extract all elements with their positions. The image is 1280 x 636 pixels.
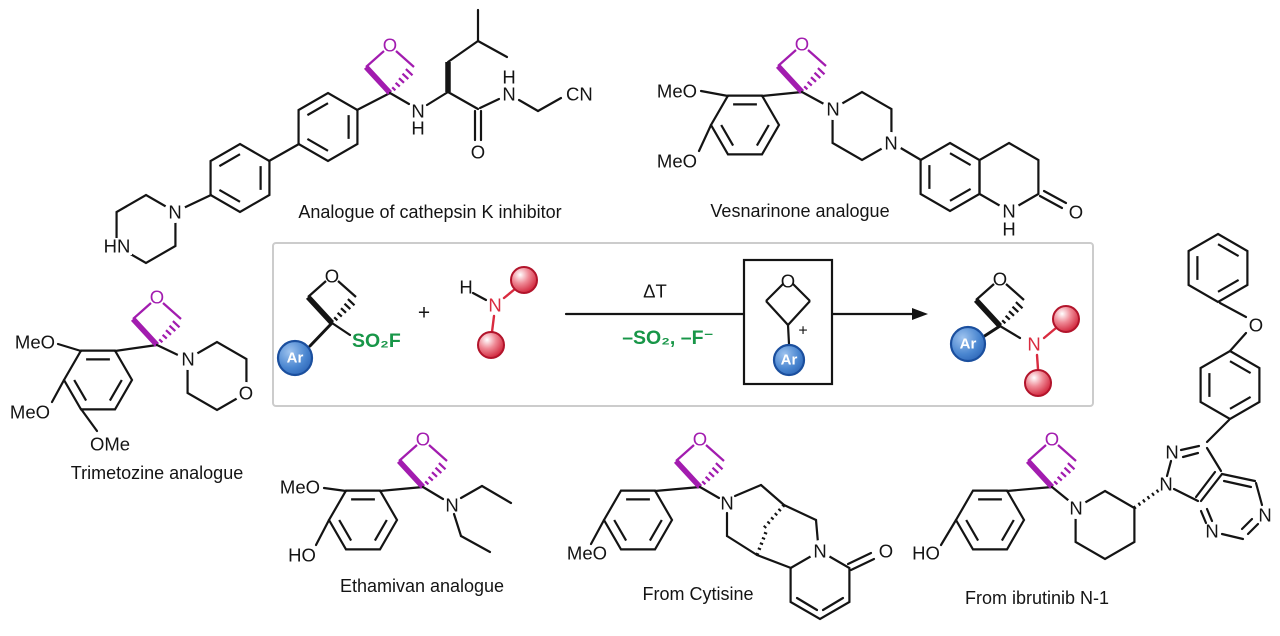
lactam-h-label: H (1002, 219, 1015, 240)
sulfonyl-fluoride-label: SO₂F (352, 330, 401, 352)
diethylamine-n-label: N (445, 495, 458, 516)
product-aminooxetane: O Ar N (949, 269, 1080, 397)
methoxy-label: MeO (15, 332, 55, 353)
amide-h-label: H (502, 67, 515, 88)
amine-n-label: N (488, 295, 501, 316)
lactam-n-label: N (1002, 201, 1015, 222)
caption-trimetozine: Trimetozine analogue (71, 463, 243, 483)
caption-ibrutinib: From ibrutinib N-1 (965, 588, 1109, 608)
oxetane-oxygen-label: O (781, 271, 795, 292)
caption-cytisine: From Cytisine (642, 584, 753, 604)
structure-from-ibrutinib: HO O N N N N N O From ibrutinib N-1 (912, 232, 1272, 608)
pyrazole-n2-label: N (1165, 442, 1178, 463)
ether-o-label: O (1249, 315, 1263, 336)
structure-from-cytisine: MeO O N N O From Cytisine (567, 429, 893, 621)
aryl-label: Ar (960, 336, 977, 353)
substituent-sphere (1024, 369, 1052, 397)
caption-cathepsin: Analogue of cathepsin K inhibitor (298, 202, 561, 222)
amine-h-label: H (459, 277, 472, 298)
reactant-oxetane-sulfonyl-fluoride: O Ar SO₂F (276, 266, 401, 377)
oxetane-oxygen-label: O (325, 266, 339, 287)
piperidine-n-label: N (1069, 498, 1082, 519)
pyridinone-o-label: O (879, 541, 893, 562)
reaction-box: O Ar SO₂F + H N ΔT –SO₂, –F⁻ O (272, 242, 1094, 407)
aryl-sphere (276, 339, 314, 377)
pyrimidine-n7-label: N (1205, 521, 1218, 542)
structure-ethamivan-analogue: MeO HO O N Ethamivan analogue (280, 429, 513, 596)
morpholine-n-label: N (181, 349, 194, 370)
nitrile-label: CN (566, 84, 593, 105)
cytisine-n-label: N (720, 493, 733, 514)
amine-h-label: H (411, 118, 424, 139)
substituent-sphere (477, 331, 505, 359)
methoxy-label: MeO (657, 81, 697, 102)
conditions-below: –SO₂, –F⁻ (622, 327, 714, 349)
oxetane-oxygen-label: O (1045, 429, 1059, 450)
methoxy-label: MeO (567, 543, 607, 564)
structure-vesnarinone-analogue: MeO MeO O N N N H O Vesnarinone analogue (657, 34, 1083, 240)
arrowhead (912, 308, 928, 320)
oxetane-oxygen-label: O (795, 34, 809, 55)
amine-n-label: N (411, 101, 424, 122)
caption-vesnarinone: Vesnarinone analogue (710, 201, 889, 221)
oxetane-oxygen-label: O (693, 429, 707, 450)
piperazine-n-label: N (168, 202, 181, 223)
structure-trimetozine-analogue: MeO MeO OMe O N O Trimetozine analogue (10, 287, 263, 483)
methoxy-label: OMe (90, 434, 130, 455)
oxetane-oxygen-label: O (383, 35, 397, 56)
carbonyl-o-label: O (471, 142, 485, 163)
conditions-above: ΔT (643, 281, 667, 302)
pyrimidine-n5-label: N (1258, 505, 1271, 526)
piperazine-n-label: N (884, 133, 897, 154)
structure-cathepsin-analogue: N HN O N H O N H CN Analogue of cathepsi… (100, 8, 593, 273)
amide-n-label: N (502, 84, 515, 105)
cation-charge: + (798, 323, 807, 340)
piperazine-nh-label: HN (104, 236, 131, 257)
product-n-label: N (1027, 334, 1040, 355)
methoxy-label: MeO (657, 151, 697, 172)
product-arrow (831, 308, 928, 320)
oxetane-cation-intermediate: O + Ar (742, 258, 834, 386)
reaction-box-border (272, 242, 1094, 407)
piperazine-n-label: N (826, 99, 839, 120)
hydroxy-label: HO (288, 545, 316, 566)
aryl-label: Ar (287, 350, 304, 367)
oxetane-oxygen-label: O (416, 429, 430, 450)
methoxy-label: MeO (280, 477, 320, 498)
methoxy-label: MeO (10, 402, 50, 423)
aryl-label: Ar (781, 352, 798, 369)
morpholine-o-label: O (239, 383, 253, 404)
oxetane-oxygen-label: O (150, 287, 164, 308)
substituent-sphere (1052, 305, 1080, 333)
pyridinone-n-label: N (813, 541, 826, 562)
aryl-sphere (772, 343, 806, 377)
caption-ethamivan: Ethamivan analogue (340, 576, 504, 596)
lactam-o-label: O (1069, 202, 1083, 223)
reaction-arrow: ΔT –SO₂, –F⁻ (564, 281, 746, 349)
substituent-sphere (510, 266, 538, 294)
oxetane-oxygen-label: O (993, 269, 1007, 290)
aryl-sphere (949, 325, 987, 363)
pyrazole-n1-label: N (1159, 474, 1172, 495)
hydroxy-label: HO (912, 543, 940, 564)
plus-sign: + (418, 302, 430, 325)
amine-reagent: H N (459, 266, 538, 359)
